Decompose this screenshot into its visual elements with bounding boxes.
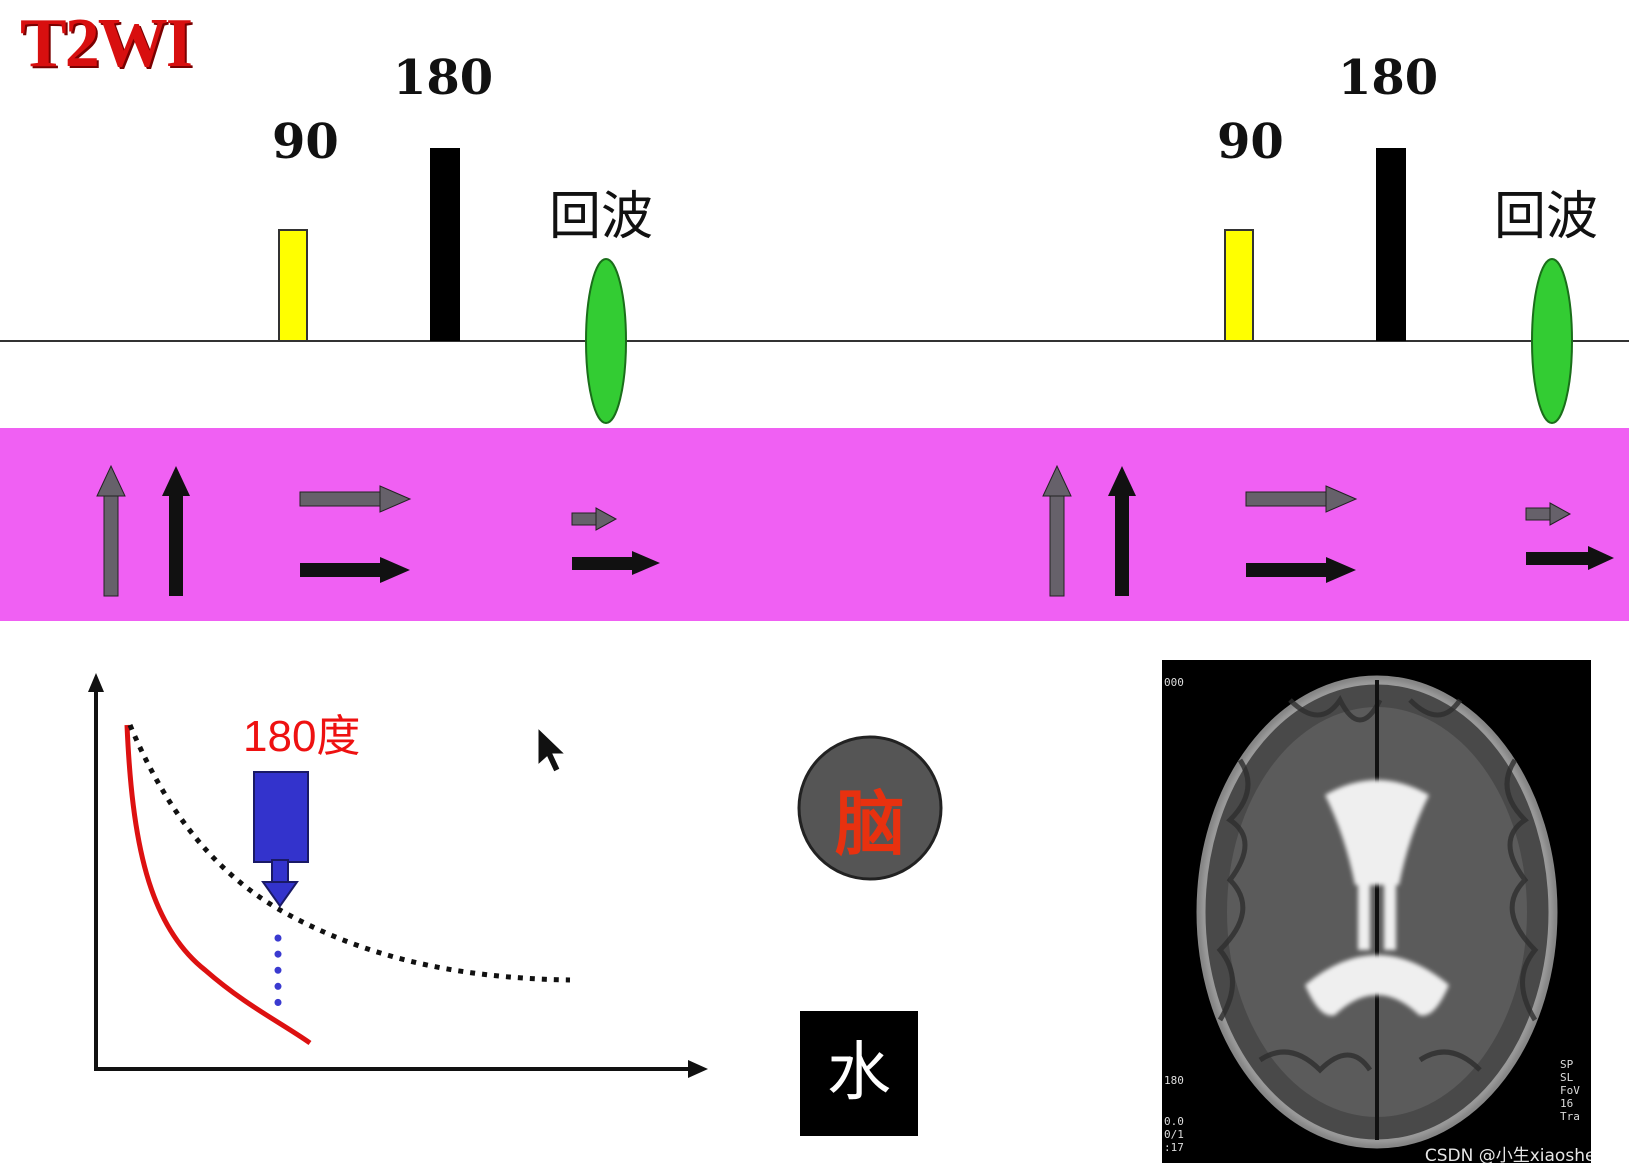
watermark: CSDN @小生xiaosheng: [1424, 1146, 1617, 1166]
small-arrow-gray-2: [1525, 502, 1572, 526]
vertical-arrow-black-2: [1108, 466, 1136, 596]
small-arrow-black-2: [1526, 546, 1614, 570]
cursor-icon: [537, 726, 567, 773]
brain-label: 脑: [835, 783, 905, 865]
pulse-90-label-2: 90: [1217, 114, 1284, 170]
mri-brain-image: [1162, 660, 1591, 1163]
pulse-180-degree-label: 180度: [243, 712, 361, 761]
pulse-180-label-2: 180: [1338, 50, 1439, 106]
echo-label-2: 回波: [1494, 187, 1599, 247]
horizontal-arrow-black-1: [300, 557, 410, 583]
pulse-90-label-1: 90: [272, 114, 339, 170]
decay-plot: [88, 673, 708, 1078]
mri-annotation-top-left: 000: [1164, 676, 1184, 689]
brain-circle: [797, 735, 943, 881]
pulse-90-bar-2: [1224, 229, 1254, 342]
y-axis-arrowhead: [88, 673, 104, 692]
sequence-title: T2WI: [20, 5, 193, 82]
small-arrow-gray-1: [571, 507, 618, 531]
magnetization-band: [0, 428, 1629, 621]
vertical-arrow-gray-1: [96, 464, 126, 597]
echo-ellipse-2: [1531, 258, 1573, 424]
mri-annotation-left-bottom: 0.0 0/1 :17: [1164, 1115, 1184, 1154]
vertical-arrow-black-1: [162, 466, 190, 596]
echo-ellipse-1: [585, 258, 627, 424]
slow-decay-curve: [127, 724, 571, 983]
pulse-180-bar-1: [430, 148, 460, 341]
pulse-90-bar-1: [278, 229, 308, 342]
horizontal-arrow-gray-2: [1245, 485, 1358, 513]
magnetization-vectors-1: [96, 464, 660, 597]
echo-label-1: 回波: [549, 187, 654, 247]
pulse-180-bar-2: [1376, 148, 1406, 341]
horizontal-arrow-black-2: [1246, 557, 1356, 583]
pulse-180-label-1: 180: [393, 50, 494, 106]
vertical-arrow-gray-2: [1042, 464, 1072, 597]
mri-annotation-left-mid: 180: [1164, 1074, 1184, 1087]
water-label: 水: [800, 1011, 918, 1136]
mri-annotation-right-bottom: SP SL FoV 16 Tra: [1560, 1058, 1580, 1123]
magnetization-vectors-2: [1042, 464, 1614, 597]
pulse-180-marker: [253, 771, 309, 908]
fast-decay-curve: [124, 724, 312, 1046]
x-axis-arrowhead: [688, 1060, 708, 1078]
small-arrow-black-1: [572, 551, 660, 575]
horizontal-arrow-gray-1: [299, 485, 412, 513]
